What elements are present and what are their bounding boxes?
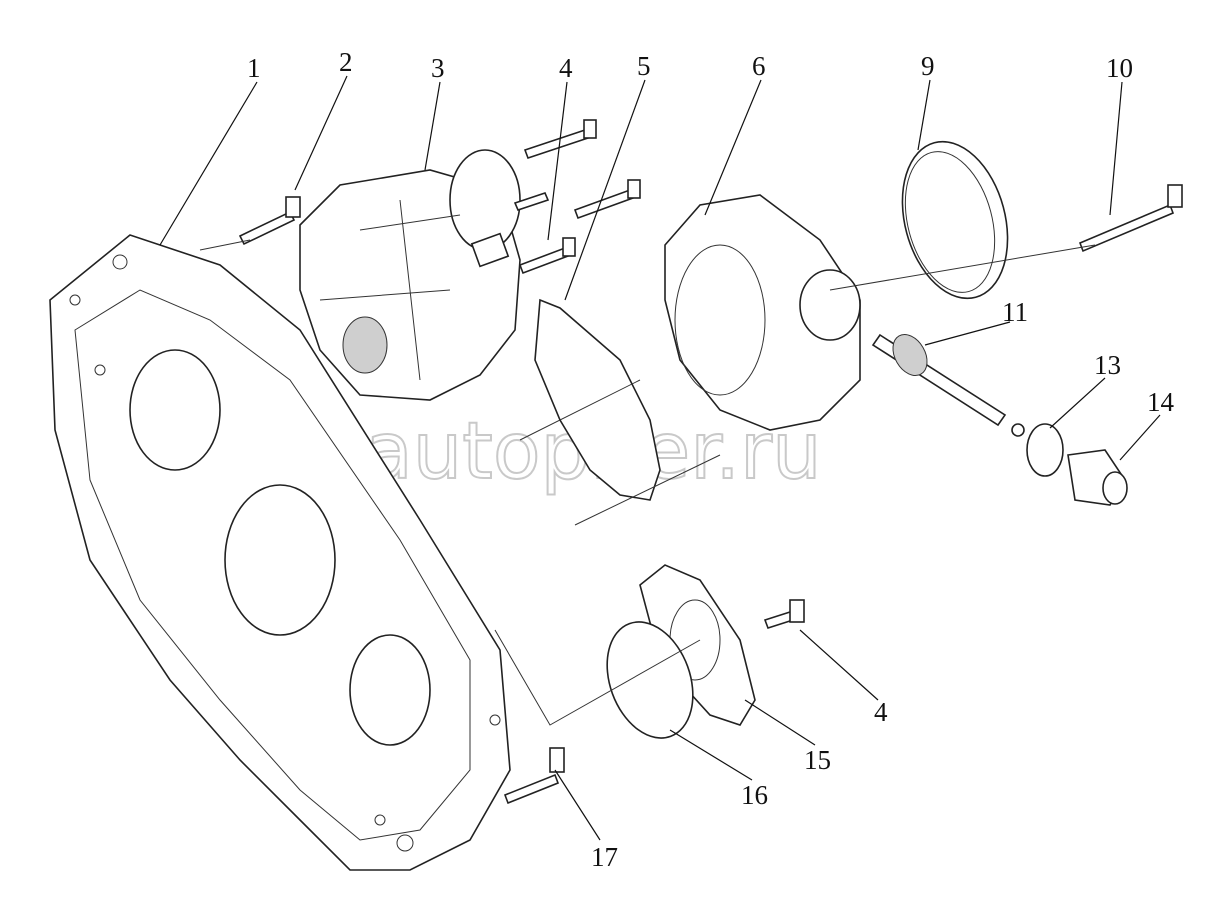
gasket-part-16 [606, 621, 694, 739]
callout-6: 6 [752, 51, 766, 81]
callout-11: 11 [1002, 297, 1028, 327]
callout-5: 5 [637, 51, 651, 81]
callout-16: 16 [741, 780, 768, 810]
callout-17: 17 [591, 842, 618, 872]
cover-housing-part-6 [664, 194, 861, 431]
callout-4: 4 [559, 53, 573, 83]
callout-15: 15 [804, 745, 831, 775]
callout-2: 2 [339, 47, 353, 77]
callout-10: 10 [1106, 53, 1133, 83]
sensor-part-14 [1067, 449, 1128, 506]
callout-4-lower: 4 [874, 697, 888, 727]
pump-part-3 [299, 149, 521, 401]
callout-1: 1 [247, 53, 261, 83]
callout-13: 13 [1094, 350, 1121, 380]
o-ring-part-13 [1026, 423, 1064, 477]
housing-part-1 [49, 234, 511, 871]
callout-14: 14 [1147, 387, 1175, 417]
gasket-part-5 [534, 298, 661, 501]
seal-part-9 [901, 140, 1009, 300]
shaft-part-11 [871, 333, 1007, 427]
callout-9: 9 [921, 51, 935, 81]
bolts [238, 119, 1183, 805]
leader-lines [159, 75, 1161, 841]
snap-ring [1011, 423, 1025, 437]
callout-3: 3 [431, 53, 445, 83]
